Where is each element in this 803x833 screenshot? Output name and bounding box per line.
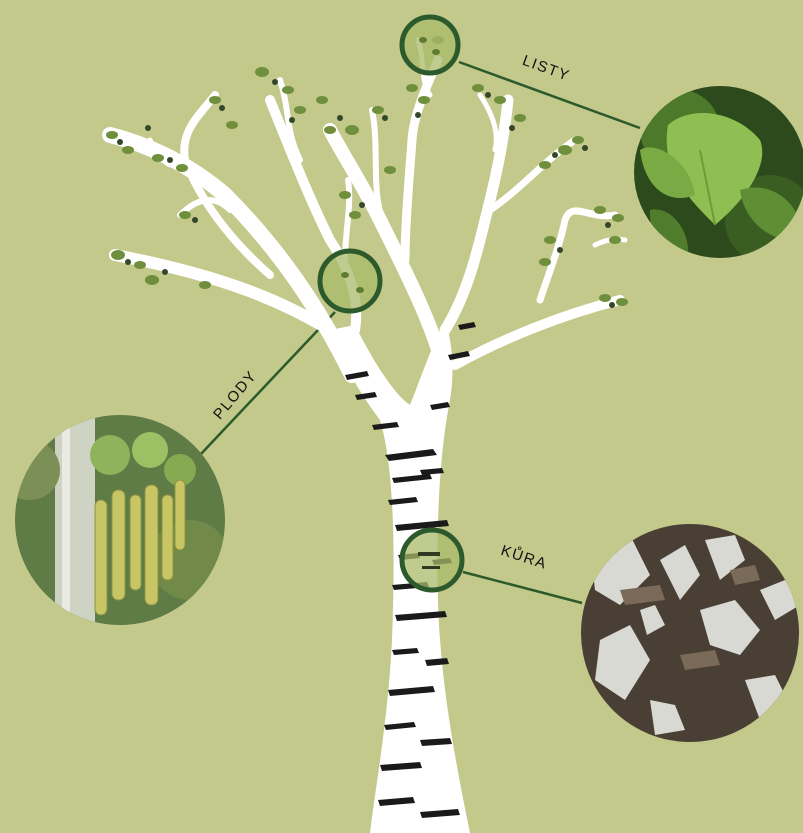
- ring-leaves: [402, 17, 458, 73]
- leaf-photo: [630, 80, 803, 265]
- tree-branches: [110, 40, 625, 380]
- ring-bark: [402, 530, 462, 590]
- connector-bark: [463, 572, 582, 603]
- catkin-photo: [0, 410, 230, 630]
- bark-photo: [578, 522, 802, 746]
- connector-fruits: [200, 312, 335, 455]
- ring-fruits: [320, 251, 380, 311]
